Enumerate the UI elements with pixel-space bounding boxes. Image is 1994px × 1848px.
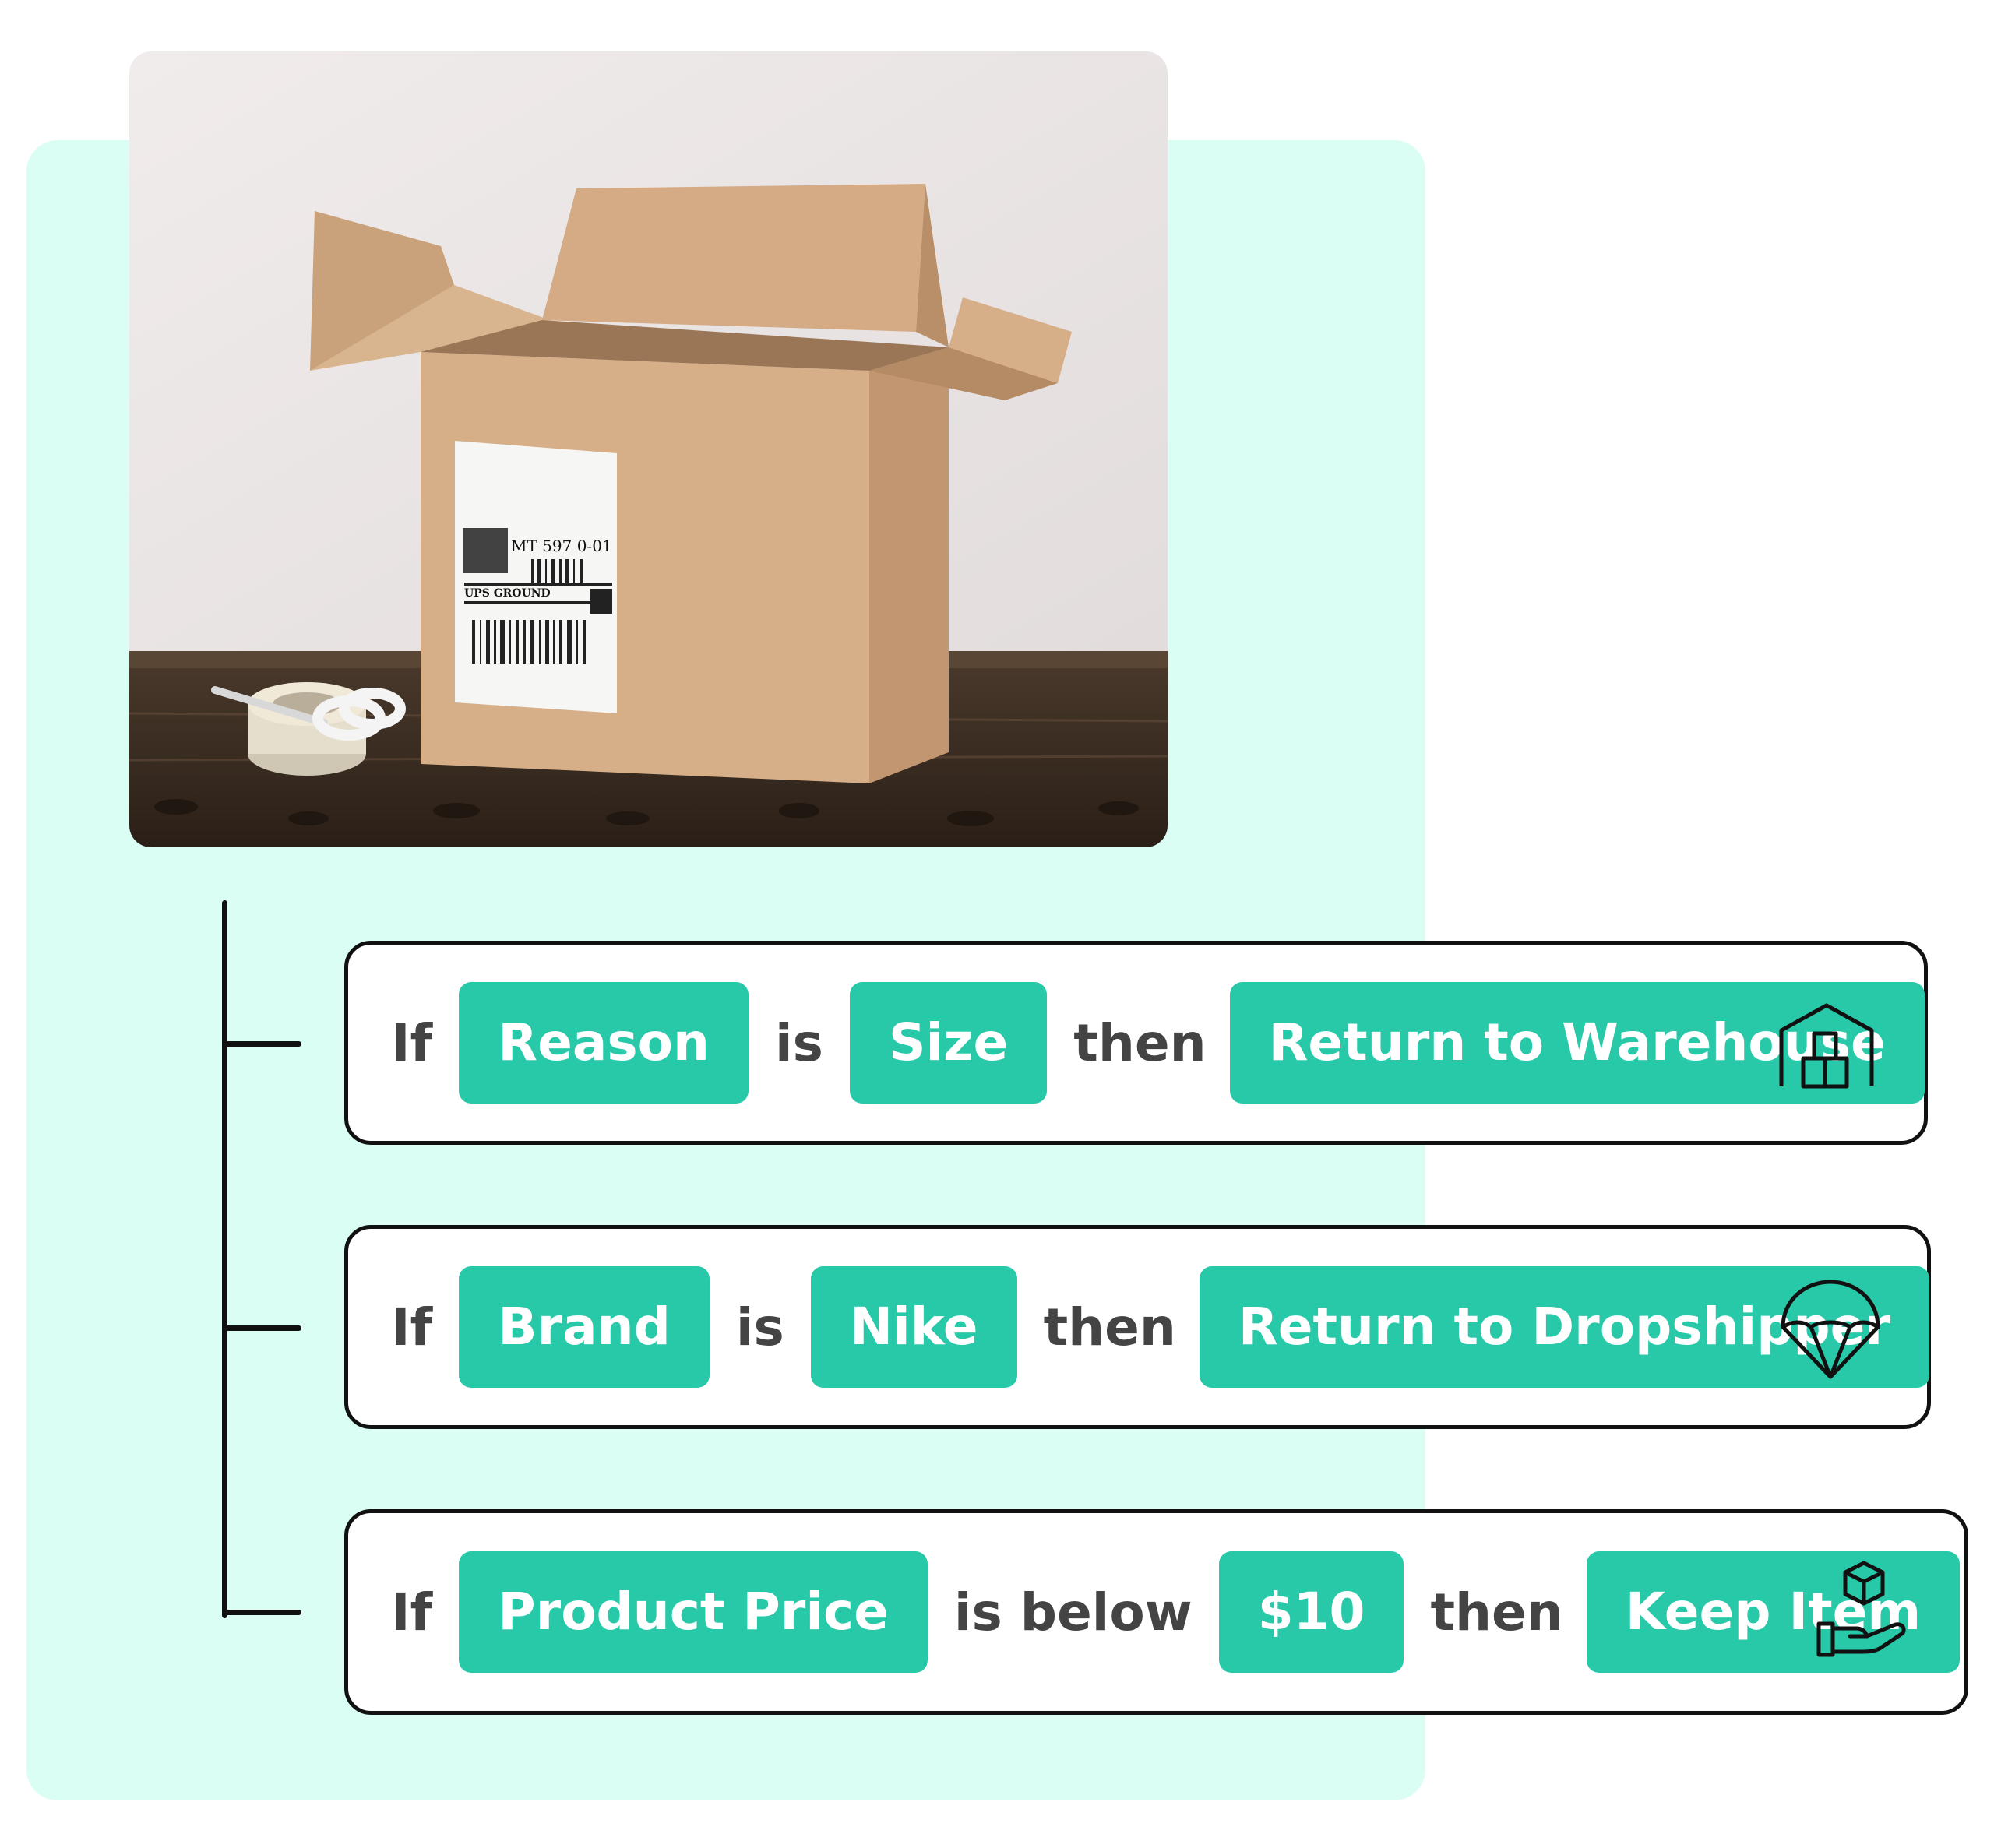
tree-branch-1 xyxy=(222,1041,301,1047)
operator-text: is below xyxy=(953,1582,1193,1642)
then-keyword: then xyxy=(1430,1582,1563,1642)
then-keyword: then xyxy=(1043,1297,1176,1357)
rule-card-warehouse[interactable]: If Reason is Size then Return to Warehou… xyxy=(344,941,1928,1145)
condition-value-chip[interactable]: Size xyxy=(849,982,1048,1104)
condition-value-chip[interactable]: Nike xyxy=(810,1266,1017,1388)
operator-text: is xyxy=(735,1297,784,1357)
rule-card-keep-item[interactable]: If Product Price is below $10 then Keep … xyxy=(344,1509,1968,1715)
rule-row: If Reason is Size then Return to Warehou… xyxy=(348,945,1925,1141)
operator-text: is xyxy=(775,1012,823,1073)
condition-field-chip[interactable]: Product Price xyxy=(459,1551,928,1673)
rule-row: If Brand is Nike then Return to Dropship… xyxy=(348,1229,1929,1425)
rule-row: If Product Price is below $10 then Keep … xyxy=(348,1513,1961,1711)
tree-trunk-line xyxy=(222,900,227,1618)
warehouse-icon xyxy=(1779,1003,1874,1089)
if-keyword: If xyxy=(391,1582,433,1642)
label-zip-text: MT 597 0-01 xyxy=(511,537,612,555)
tree-branch-3 xyxy=(222,1610,301,1615)
parachute-icon xyxy=(1781,1280,1880,1379)
action-chip[interactable]: Keep Item xyxy=(1586,1551,1961,1673)
label-carrier-text: UPS GROUND xyxy=(464,587,551,600)
if-keyword: If xyxy=(391,1012,433,1073)
rule-card-dropshipper[interactable]: If Brand is Nike then Return to Dropship… xyxy=(344,1225,1931,1429)
condition-field-chip[interactable]: Reason xyxy=(459,982,749,1104)
tree-branch-2 xyxy=(222,1325,301,1331)
if-keyword: If xyxy=(391,1297,433,1357)
condition-field-chip[interactable]: Brand xyxy=(459,1266,710,1388)
then-keyword: then xyxy=(1073,1012,1207,1073)
shipping-box-photo: MT 597 0-01 UPS GROUND xyxy=(129,51,1168,847)
hand-box-icon xyxy=(1816,1561,1906,1657)
condition-value-chip[interactable]: $10 xyxy=(1218,1551,1404,1673)
